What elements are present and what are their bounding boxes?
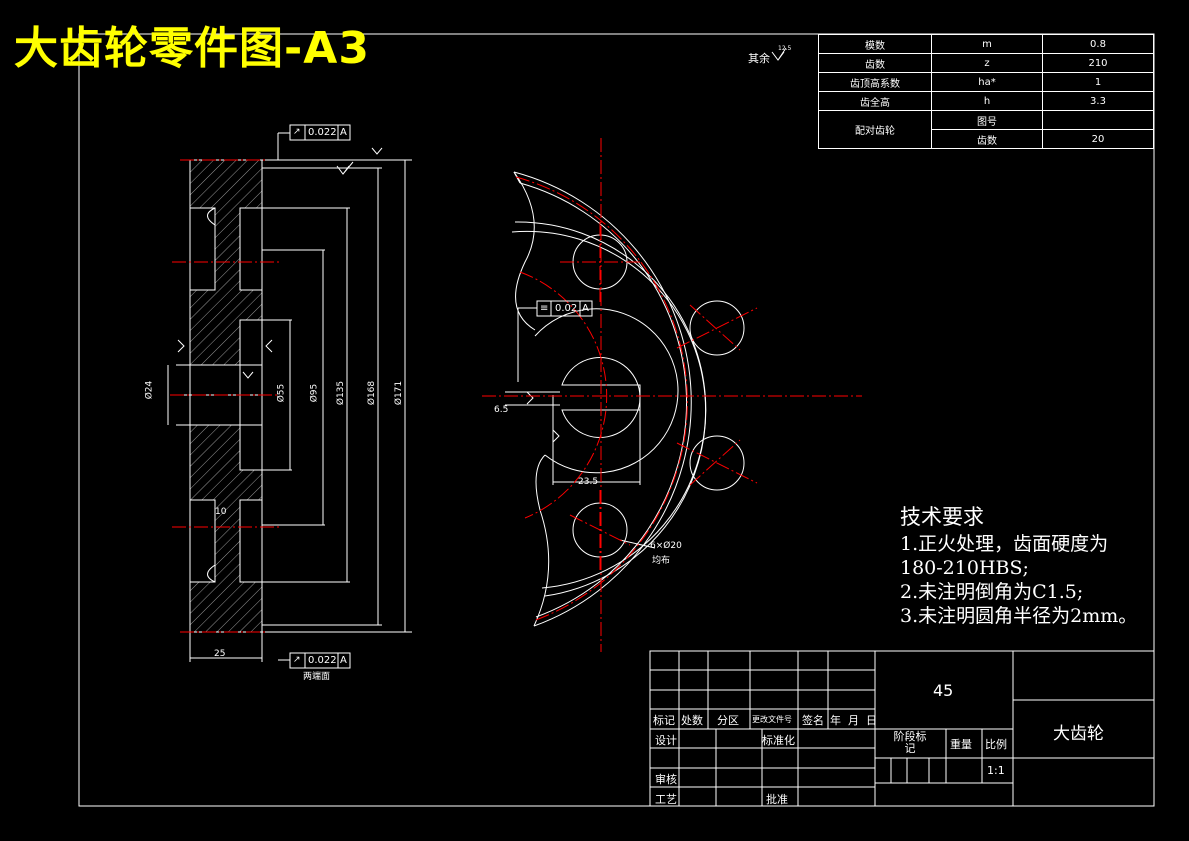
- tb-header: 日: [866, 714, 877, 727]
- param-symbol: z: [931, 53, 1043, 73]
- mating-gear-label: 配对齿轮: [818, 110, 932, 149]
- tolerance-keyway-value: 0.02: [555, 303, 578, 314]
- param-value: 210: [1042, 53, 1154, 73]
- tech-item: 1.正火处理，齿面硬度为: [900, 533, 1109, 555]
- tb-header: 签名: [802, 714, 824, 727]
- roughness-symbol: [771, 47, 787, 61]
- tb-header: 标记: [653, 714, 675, 727]
- tech-item: 3.未注明圆角半径为2mm。: [900, 605, 1138, 627]
- dim-outer: Ø171: [394, 380, 405, 406]
- param-value: 0.8: [1042, 34, 1154, 54]
- flatness-symbol: ↗: [293, 655, 301, 665]
- tech-item: 180-210HBS;: [900, 557, 1029, 579]
- dim-bore: Ø24: [144, 380, 155, 400]
- table-row: 齿数 20: [819, 129, 1154, 149]
- tolerance-frames: [289, 124, 593, 669]
- dim-holes-circle: Ø95: [309, 383, 320, 403]
- section-center-lines: [170, 159, 280, 633]
- table-row: 齿顶高系数 ha* 1: [818, 72, 1154, 92]
- bore-keyway: [561, 357, 641, 438]
- lightening-hole: [689, 300, 745, 356]
- tech-heading: 技术要求: [900, 505, 984, 529]
- dim-root: Ø168: [367, 380, 378, 406]
- front-center-lines: [482, 138, 862, 652]
- roughness-other-label: 其余: [748, 52, 770, 65]
- param-symbol: h: [931, 91, 1043, 111]
- param-value: [1042, 110, 1154, 130]
- tolerance-bottom-datum: A: [340, 655, 347, 666]
- param-name: 齿全高: [818, 91, 932, 111]
- lower-section-hatch: [189, 424, 263, 633]
- param-value: 1: [1042, 72, 1154, 92]
- param-symbol: m: [931, 34, 1043, 54]
- table-row: 齿数 z 210: [818, 53, 1154, 73]
- title-block-lines: [649, 650, 1155, 807]
- tb-process: 工艺: [655, 793, 677, 806]
- param-value: 3.3: [1042, 91, 1154, 111]
- tb-header: 处数: [681, 714, 703, 727]
- tolerance-top-value: 0.022: [308, 127, 337, 138]
- front-view: [505, 171, 745, 627]
- param-name: 齿顶高系数: [818, 72, 932, 92]
- param-value: 20: [1042, 129, 1154, 149]
- dim-holes: 6×Ø20: [650, 541, 682, 551]
- technical-requirements: 技术要求 1.正火处理，齿面硬度为 180-210HBS; 2.未注明倒角为C1…: [900, 505, 1137, 628]
- tech-item: 2.未注明倒角为C1.5;: [900, 581, 1084, 603]
- datum-face-label: 两端面: [303, 672, 331, 682]
- dim-web: 10: [215, 507, 227, 517]
- tb-review: 审核: [655, 773, 677, 786]
- param-symbol: ha*: [931, 72, 1043, 92]
- dim-width: 25: [214, 649, 226, 659]
- lightening-hole: [689, 435, 745, 491]
- tb-header: 月: [848, 714, 859, 727]
- tb-design: 设计: [655, 734, 677, 747]
- dim-hub: Ø55: [276, 383, 287, 403]
- pitch-circle: [515, 176, 688, 622]
- dim-key-width: 6.5: [494, 405, 509, 415]
- tb-weight: 重量: [950, 738, 972, 751]
- tb-header: 分区: [717, 714, 739, 727]
- table-row: 齿全高 h 3.3: [818, 91, 1154, 111]
- param-symbol: 齿数: [931, 129, 1043, 149]
- tb-scale-label: 比例: [985, 738, 1007, 751]
- symmetry-symbol: ≡: [540, 303, 549, 314]
- roughness-other-value: 12.5: [778, 45, 792, 52]
- tolerance-bottom-value: 0.022: [308, 655, 337, 666]
- param-name: 齿数: [818, 53, 932, 73]
- outer-rim: [513, 171, 692, 627]
- tolerance-keyway-datum: A: [582, 303, 589, 314]
- drawing-title: 大齿轮零件图-A3: [14, 23, 370, 74]
- tb-scale: 1:1: [987, 764, 1005, 777]
- dim-key-depth: 23.5: [578, 477, 599, 487]
- dim-rim-inner: Ø135: [336, 380, 347, 406]
- table-row: 模数 m 0.8: [818, 34, 1154, 54]
- tb-stage: 阶段标记: [893, 730, 927, 755]
- flatness-symbol: ↗: [293, 127, 301, 137]
- part-name: 大齿轮: [1053, 724, 1104, 744]
- tb-approve: 批准: [766, 793, 788, 806]
- tb-standard: 标准化: [762, 734, 795, 747]
- material: 45: [933, 681, 954, 700]
- table-row: 配对齿轮 图号: [818, 110, 1154, 149]
- dim-holes-note: 均布: [652, 556, 671, 566]
- section-view: [167, 132, 412, 662]
- drawing-border: [78, 33, 1155, 807]
- tolerance-top-datum: A: [340, 127, 347, 138]
- tb-header: 年: [830, 714, 841, 727]
- gear-parameter-table: 模数 m 0.8 齿数 z 210 齿顶高系数 ha* 1 齿全高 h 3.3 …: [818, 34, 1154, 149]
- param-symbol: 图号: [931, 110, 1043, 130]
- tb-header: 更改文件号: [752, 715, 792, 724]
- param-name: 模数: [818, 34, 932, 54]
